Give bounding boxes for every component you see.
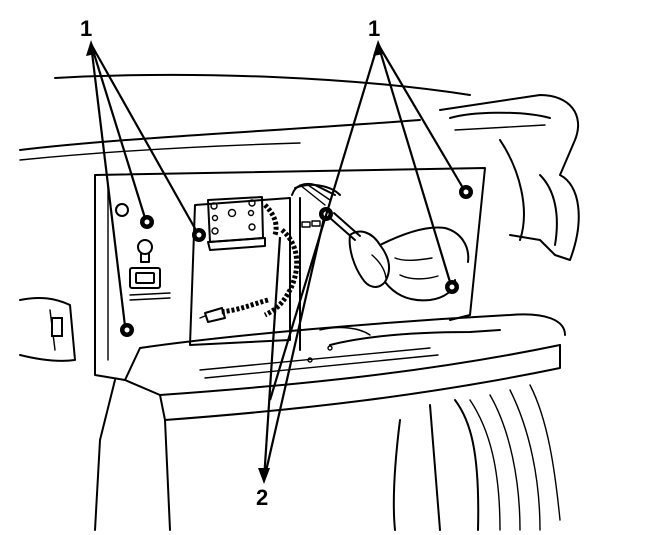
callout-label-1-right: 1 <box>368 16 381 41</box>
fastener-upper-right <box>459 185 473 199</box>
callout-label-1-left: 1 <box>80 16 93 41</box>
fastener-upper-left <box>140 215 154 229</box>
fastener-center-left <box>192 228 206 242</box>
callout-label-2: 2 <box>256 485 269 510</box>
fastener-lower-right <box>445 280 459 294</box>
fastener-lower-left <box>120 323 134 337</box>
